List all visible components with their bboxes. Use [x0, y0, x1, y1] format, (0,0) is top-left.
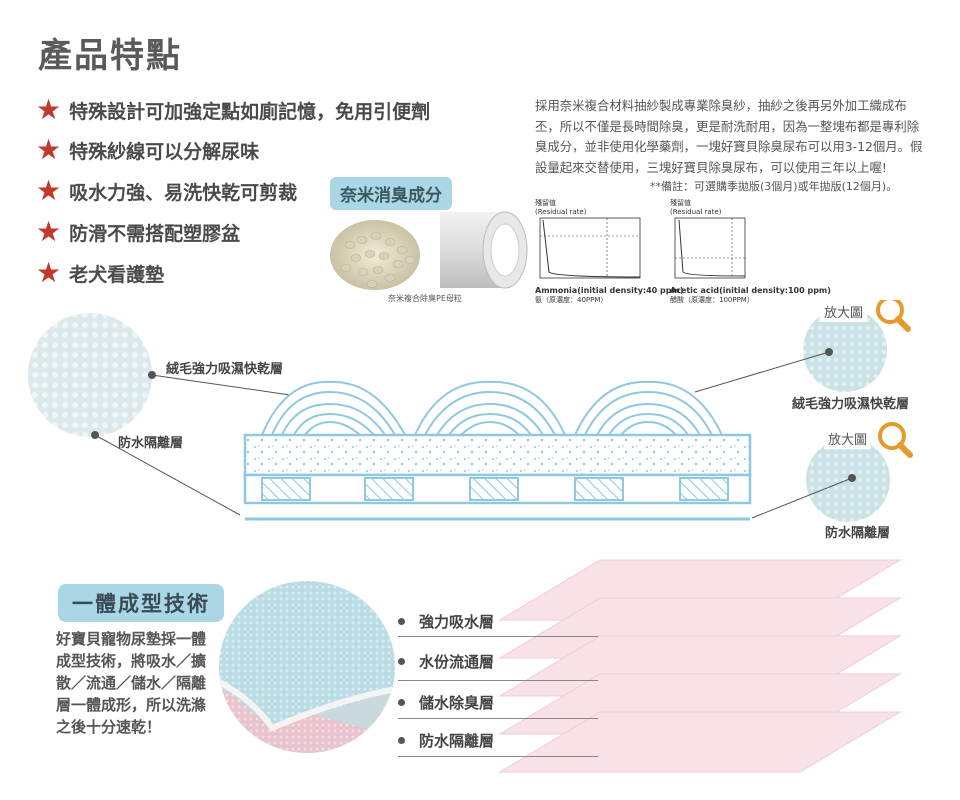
magnifier-icon — [876, 300, 911, 332]
feature-item: ★特殊紗線可以分解尿味 — [36, 133, 260, 166]
layer-label-right-top: 絨毛強力吸濕快乾層 — [792, 397, 910, 412]
page-title: 產品特點 — [38, 36, 182, 76]
nano-tag: 奈米消臭成分 — [330, 177, 452, 210]
layer-label-left-bottom: 防水隔離層 — [118, 436, 184, 451]
layer-diagram — [28, 300, 913, 522]
layer-label-right-bottom: 防水隔離層 — [825, 526, 891, 541]
star-icon: ★ — [36, 256, 62, 289]
acetic-chart: 殘留值 (Residual rate) Acetic acid(initial … — [670, 199, 831, 304]
tech-tag: 一體成型技術 — [58, 584, 224, 622]
star-icon: ★ — [36, 215, 62, 248]
bullet-dot-icon — [398, 618, 405, 625]
bullet-item: 防水隔離層 — [398, 730, 494, 751]
tech-description: 好寶貝寵物尿墊採一體成型技術，將吸水／擴散／流通／儲水／隔離層一體成形，所以洗滌… — [56, 630, 207, 736]
star-icon: ★ — [36, 133, 62, 166]
star-icon: ★ — [36, 93, 62, 126]
bullet-dot-icon — [398, 658, 405, 665]
divider — [398, 680, 598, 681]
nano-material-image — [330, 211, 528, 290]
zoom-label: 放大圖 — [820, 301, 868, 322]
bullet-dot-icon — [398, 699, 405, 706]
zoom-label: 放大圖 — [824, 428, 872, 449]
product-note: **備註：可選購季拋版(3個月)或年拋版(12個月)。 — [650, 180, 898, 193]
bullet-item: 儲水除臭層 — [398, 692, 494, 713]
fabric-closeup — [219, 581, 395, 753]
divider — [398, 636, 598, 637]
stacked-layers-graphic — [498, 559, 902, 773]
ammonia-chart: 殘留值 (Residual rate) Ammonia(initial dens… — [535, 199, 684, 304]
divider — [398, 718, 598, 719]
feature-item: ★防滑不需搭配塑膠盆 — [36, 215, 241, 248]
bullet-item: 水份流通層 — [398, 651, 494, 672]
magnifier-icon — [878, 422, 913, 458]
feature-item: ★特殊設計可加強定點如廁記憶，免用引便劑 — [36, 93, 431, 126]
product-description: 採用奈米複合材料抽紗製成專業除臭紗，抽紗之後再另外加工織成布丕，所以不僅是長時間… — [535, 98, 923, 175]
feature-item: ★吸水力強、易洗快乾可剪裁 — [36, 174, 298, 207]
layer-label-left-top: 絨毛強力吸濕快乾層 — [166, 362, 284, 377]
bullet-dot-icon — [398, 737, 405, 744]
ammonia-chart-plot — [539, 217, 641, 279]
acetic-chart-plot — [674, 217, 746, 279]
feature-item: ★老犬看護墊 — [36, 256, 165, 289]
divider — [398, 756, 598, 757]
nano-caption: 奈米複合除臭PE母粒 — [388, 294, 462, 303]
star-icon: ★ — [36, 174, 62, 207]
bullet-item: 強力吸水層 — [398, 611, 494, 632]
